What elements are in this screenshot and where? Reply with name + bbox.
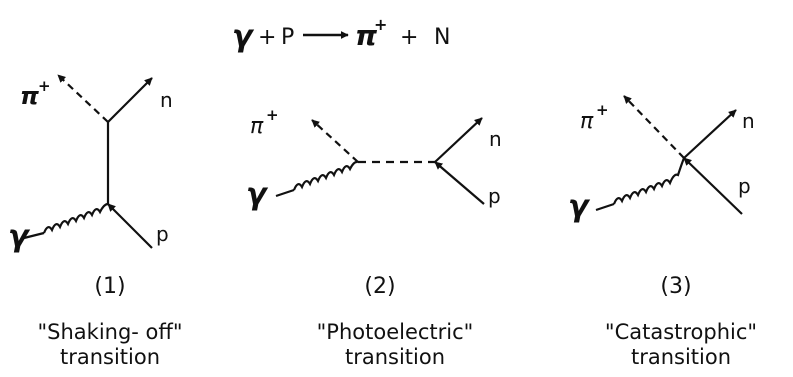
neutron-label: n	[160, 88, 173, 112]
caption-line-1: "Photoelectric"	[316, 320, 474, 344]
photon-line	[612, 157, 686, 205]
neutron-line	[434, 117, 483, 163]
title-plus-2: +	[400, 25, 418, 50]
neutron-line	[683, 109, 737, 159]
diagram-3: π + n p γ	[568, 95, 755, 224]
proton-line	[434, 161, 485, 205]
diagram-1-caption: "Shaking- off" transition	[0, 320, 220, 370]
reaction-equation: γ + P π + + N	[232, 15, 450, 54]
pion-line	[311, 119, 359, 163]
photon-label: γ	[568, 189, 591, 224]
pion-label: π	[580, 109, 594, 134]
pion-label: π	[20, 82, 39, 110]
title-plus-1: +	[258, 25, 276, 50]
proton-label: p	[488, 184, 501, 208]
caption-line-1: "Shaking- off"	[37, 320, 183, 344]
proton-label: p	[156, 222, 169, 246]
diagram-3-number: (3)	[660, 274, 692, 299]
diagram-3-caption: "Catastrophic" transition	[576, 320, 786, 370]
caption-line-1: "Catastrophic"	[604, 320, 758, 344]
caption-line-2: transition	[630, 345, 732, 369]
neutron-line	[107, 77, 153, 123]
neutron-label: n	[489, 127, 502, 151]
proton-line	[107, 203, 153, 249]
caption-line-2: transition	[344, 345, 446, 369]
diagram-1: π + n p γ	[8, 74, 173, 254]
diagram-2: π + n p γ	[246, 106, 502, 212]
diagram-2-number: (2)	[364, 274, 396, 299]
neutron-label: n	[742, 109, 755, 133]
photon-line	[42, 202, 109, 234]
pion-charge-label: +	[596, 101, 609, 119]
diagram-1-number: (1)	[94, 274, 126, 299]
photon-label: γ	[246, 177, 269, 212]
title-pion: π	[355, 19, 378, 52]
photon-tail	[595, 202, 615, 212]
photon-line	[292, 160, 359, 191]
proton-label: p	[738, 174, 751, 198]
diagram-2-caption: "Photoelectric" transition	[285, 320, 505, 370]
photon-tail	[275, 188, 295, 198]
photon-tail	[23, 231, 45, 240]
title-gamma: γ	[232, 19, 255, 54]
title-pion-charge: +	[374, 15, 387, 34]
pion-charge-label: +	[266, 106, 279, 124]
pion-line	[623, 95, 685, 159]
pion-label: π	[250, 114, 264, 139]
proton-line	[683, 157, 743, 215]
pion-line	[57, 74, 109, 123]
pion-charge-label: +	[38, 77, 51, 95]
title-proton: P	[281, 25, 294, 50]
title-neutron: N	[434, 25, 450, 50]
caption-line-2: transition	[59, 345, 161, 369]
photon-label: γ	[8, 219, 31, 254]
